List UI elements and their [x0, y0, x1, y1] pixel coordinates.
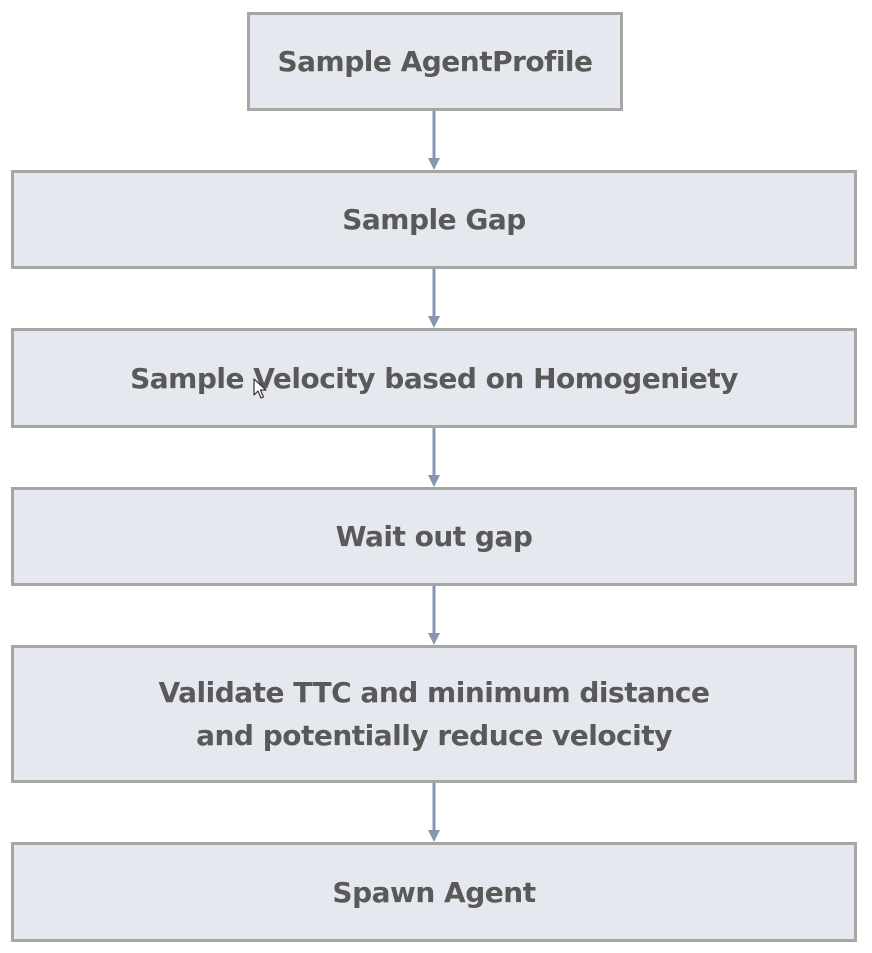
arrow-1-2 [428, 111, 440, 170]
mouse-pointer-icon [253, 378, 267, 399]
arrow-4-5 [428, 586, 440, 645]
step-label: Wait out gap [335, 520, 533, 553]
step-label: Sample AgentProfile [277, 45, 593, 78]
step-sample-velocity: Sample Velocity based on Homogeniety [11, 328, 857, 428]
step-wait-out-gap: Wait out gap [11, 487, 857, 586]
arrow-5-6 [428, 783, 440, 842]
step-label: Spawn Agent [332, 875, 536, 909]
step-label: Sample Gap [342, 203, 526, 236]
step-label: Sample Velocity based on Homogeniety [130, 361, 738, 395]
step-spawn-agent: Spawn Agent [11, 842, 857, 942]
arrow-2-3 [428, 269, 440, 328]
step-sample-gap: Sample Gap [11, 170, 857, 269]
step-sample-agent-profile: Sample AgentProfile [247, 12, 623, 111]
arrow-3-4 [428, 428, 440, 487]
step-label: Validate TTC and minimum distance and po… [158, 676, 711, 752]
step-validate-ttc: Validate TTC and minimum distance and po… [11, 645, 857, 783]
